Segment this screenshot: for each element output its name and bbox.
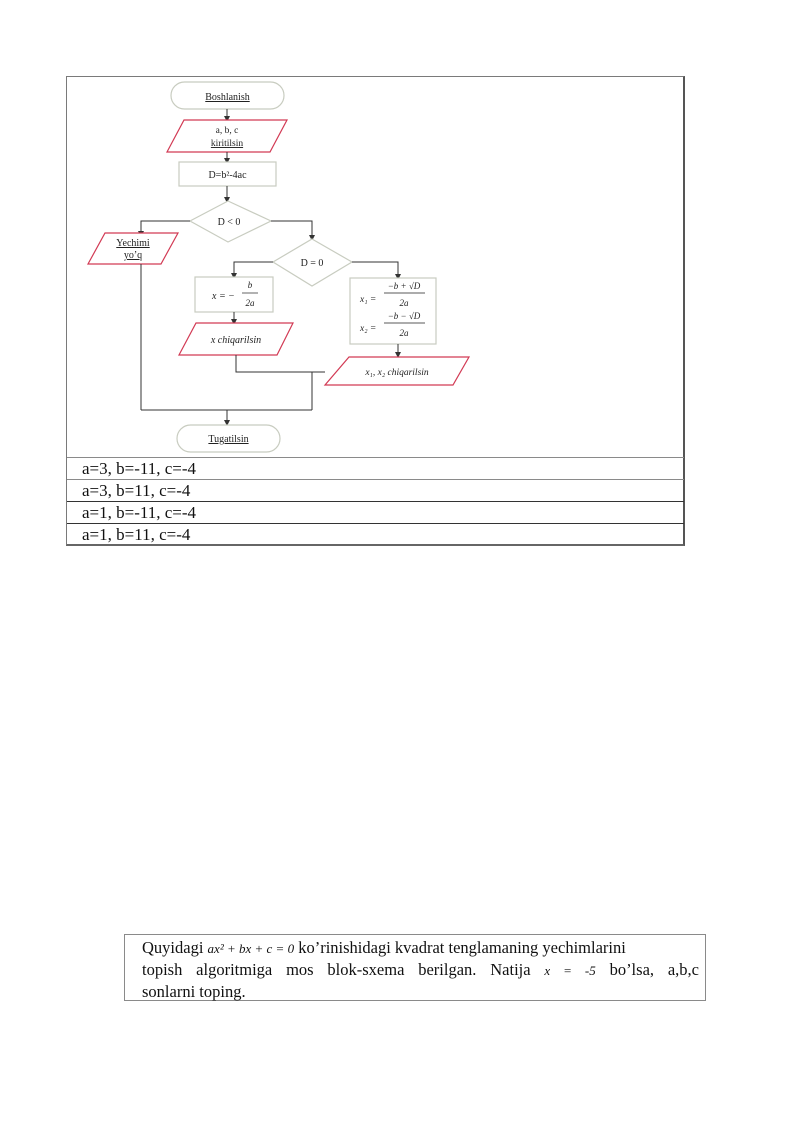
answer-option-d[interactable]: a=1, b=11, c=-4 [67,523,684,545]
double-output-label: x₁, x₂ chiqarilsin [364,368,429,378]
decision2-label: D = 0 [301,258,324,269]
end-terminator: Tugatilsin [176,424,281,453]
no-solution-line2: yo’q [124,250,142,261]
flowchart: Boshlanish a, b, c kiritilsin D=b²-4ac D… [67,77,684,457]
no-solution-output: Yechimi yo’q [86,232,180,265]
single-output-label: x chiqarilsin [210,335,261,346]
two-roots-box: x₁ = −b + √D 2a x₂ = −b − √D 2a [349,277,437,345]
decision1-label: D < 0 [218,217,241,228]
single-root-denominator: 2a [246,298,256,308]
compute-discriminant-box: D=b²-4ac [178,161,277,187]
input-parallelogram: a, b, c kiritilsin [166,119,288,153]
decision-d-less-than-zero: D < 0 [188,200,273,243]
question-text-box: Quyidagi ax² + bx + c = 0 ko’rinishidagi… [124,934,706,1001]
answer-option-b[interactable]: a=3, b=11, c=-4 [67,479,684,501]
question-frame: Boshlanish a, b, c kiritilsin D=b²-4ac D… [66,76,685,546]
x2-lhs: x₂ = [359,324,376,334]
question-line-2: topish algoritmiga mos blok-sxema berilg… [142,959,699,981]
question-line2-start: topish algoritmiga mos blok-sxema berilg… [142,960,531,979]
answer-option-c[interactable]: a=1, b=-11, c=-4 [67,501,684,523]
two-roots-output: x₁, x₂ chiqarilsin [323,356,471,386]
x1-denominator: 2a [400,298,410,308]
question-line-1: Quyidagi ax² + bx + c = 0 ko’rinishidagi… [142,937,699,959]
start-terminator: Boshlanish [170,81,285,110]
input-label-line2: kiritilsin [211,139,243,149]
x1-lhs: x₁ = [359,295,376,305]
no-solution-line1: Yechimi [116,238,150,249]
x1-numerator: −b + √D [388,281,421,291]
equation: ax² + bx + c = 0 [207,941,295,956]
x2-denominator: 2a [400,328,410,338]
result-value: x = -5 [544,963,596,978]
single-root-numerator: b [248,280,253,290]
question-line2-end: bo’lsa, a,b,c [609,960,699,979]
answer-option-a[interactable]: a=3, b=-11, c=-4 [67,457,684,479]
decision-d-equals-zero: D = 0 [271,238,354,287]
single-root-lhs: x = − [211,291,235,302]
input-label-line1: a, b, c [216,126,239,136]
question-line-3: sonlarni toping. [142,982,246,1001]
end-label: Tugatilsin [208,434,248,445]
single-root-output: x chiqarilsin [178,322,294,356]
compute-label: D=b²-4ac [208,170,247,181]
start-label: Boshlanish [205,92,249,103]
single-root-box: x = − b 2a [194,276,274,313]
question-line1-rest: ko’rinishidagi kvadrat tenglamaning yech… [298,938,626,957]
question-intro: Quyidagi [142,938,204,957]
x2-numerator: −b − √D [388,311,421,321]
